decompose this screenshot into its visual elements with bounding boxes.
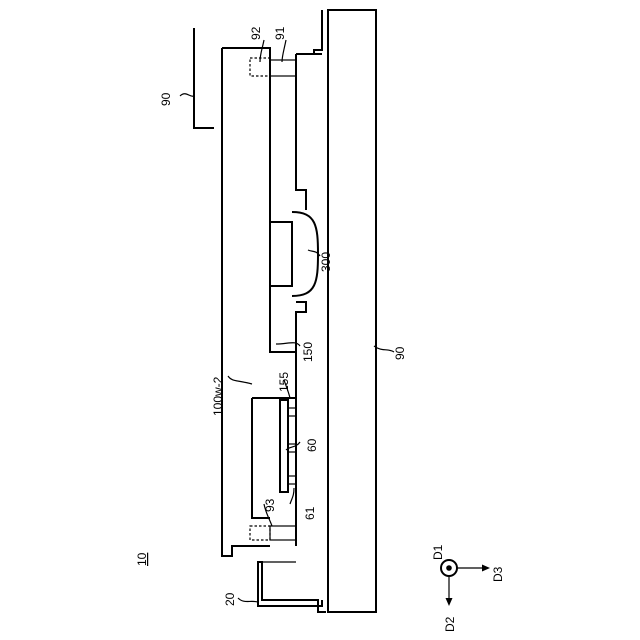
axis-d1-label: D1	[431, 544, 445, 560]
component-300	[270, 222, 292, 286]
via-93	[250, 526, 270, 540]
axis-d2-arrowhead-icon	[446, 598, 453, 606]
label-60: 60	[305, 438, 319, 452]
leader-lines	[180, 40, 394, 602]
chip-60	[280, 400, 288, 492]
label-93: 93	[263, 498, 277, 512]
label-91: 91	[273, 26, 287, 40]
label-92: 92	[249, 26, 263, 40]
label-20: 20	[223, 592, 237, 606]
axis-d3-arrowhead-icon	[482, 565, 490, 572]
bracket-90	[194, 28, 214, 128]
bump-61c	[288, 476, 296, 484]
frame-20	[258, 10, 326, 612]
label-155: 155	[277, 372, 291, 392]
label-150: 150	[301, 342, 315, 362]
label-figure-number: 10	[135, 552, 149, 566]
substrate-90	[328, 10, 376, 612]
label-90-right: 90	[393, 346, 407, 360]
spacer-91	[270, 60, 296, 76]
axis-d3-label: D3	[491, 566, 505, 582]
panel-100w-2	[222, 48, 296, 556]
label-90-top: 90	[159, 92, 173, 106]
bump-61a	[288, 408, 296, 416]
axis-d2-label: D2	[443, 616, 457, 632]
layer-150	[296, 54, 322, 546]
axis-d1-dot-icon	[446, 565, 452, 571]
label-100w-2: 100w-2	[211, 376, 225, 416]
label-300: 300	[319, 252, 333, 272]
label-61: 61	[303, 506, 317, 520]
component-300-dome	[292, 212, 318, 296]
spacer-93	[270, 526, 296, 540]
